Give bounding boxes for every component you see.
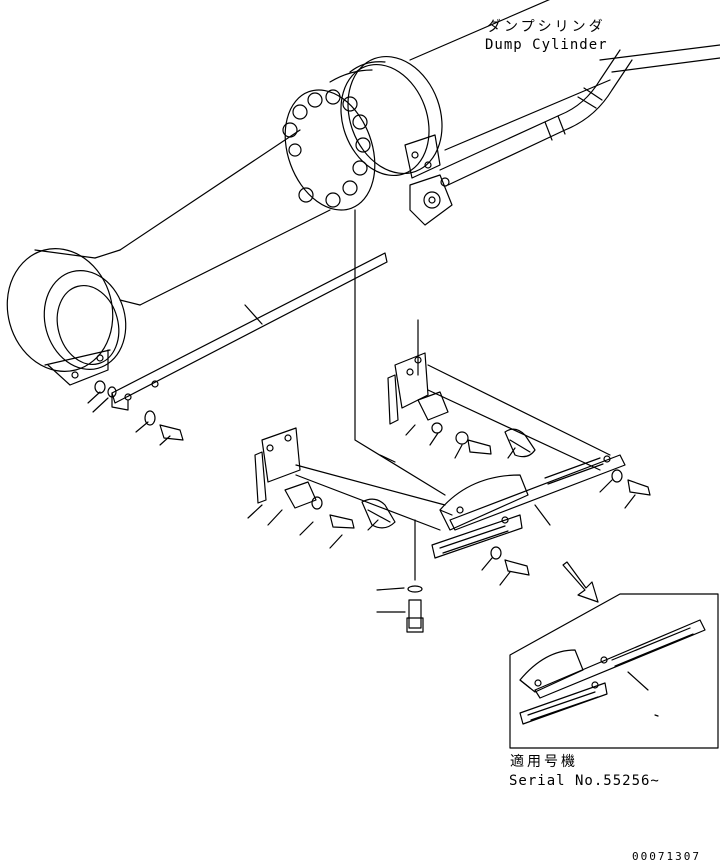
leader-line <box>355 210 445 495</box>
sensor-bar-left <box>112 253 387 410</box>
cylinder-name-jp: ダンプシリンダ <box>487 19 606 35</box>
arrow-to-detail <box>563 562 598 602</box>
bottom-bolt <box>377 520 423 632</box>
applicability-label: 適用号機 <box>510 754 578 770</box>
left-bar-fasteners <box>88 381 183 445</box>
serial-number: Serial No.55256~ <box>509 773 660 789</box>
detail-box <box>510 594 718 748</box>
cylinder-name-en: Dump Cylinder <box>485 37 608 53</box>
flange-bolts <box>283 90 370 207</box>
leader-tick <box>380 455 395 462</box>
mounting-plate <box>432 455 650 585</box>
lower-bracket-assembly <box>248 428 445 548</box>
dump-cylinder <box>0 0 720 385</box>
drawing-number: 00071307 <box>632 850 701 863</box>
upper-bracket-assembly <box>388 320 610 470</box>
